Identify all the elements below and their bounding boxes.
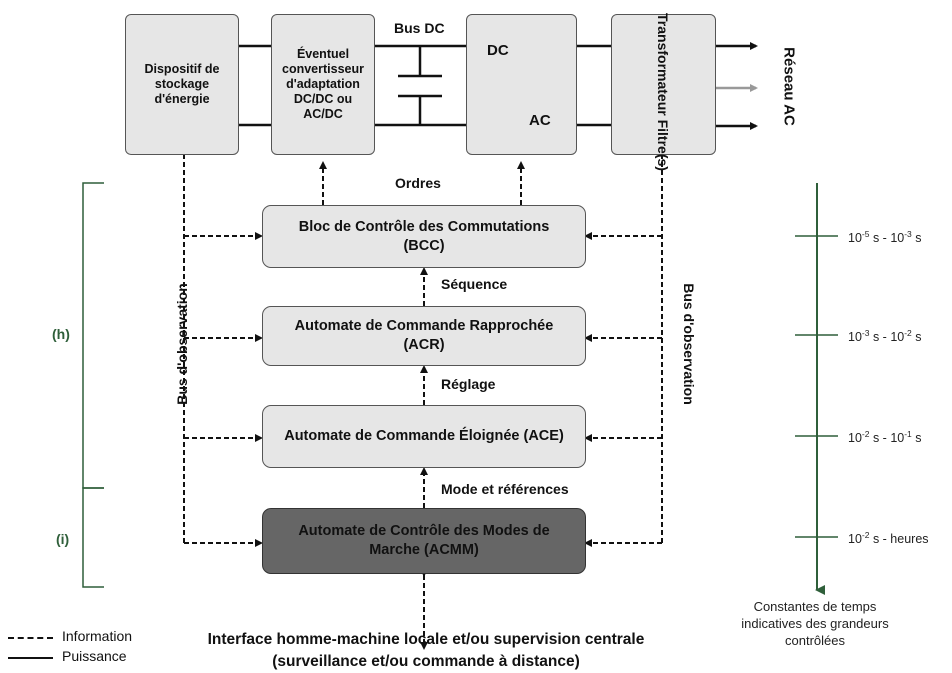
transformer-box: [611, 14, 716, 155]
dc-capacitor: [398, 46, 442, 125]
sequence-label: Séquence: [441, 276, 508, 292]
acr-label: Automate de Commande Rapprochée (ACR): [294, 318, 554, 353]
inverter-ac-label: AC: [529, 112, 551, 129]
converter-label: Éventuel convertisseur d'adaptation DC/D…: [282, 47, 364, 121]
storage-label: Dispositif de stockage d'énergie: [144, 62, 220, 106]
interface-label: Interface homme-machine locale et/ou sup…: [207, 631, 645, 670]
time-constant-2: 10-3 s - 10-2 s: [848, 328, 922, 345]
time-constant-4: 10-2 s - heures: [848, 530, 929, 547]
inverter-box: [466, 14, 577, 155]
acr-box: Automate de Commande Rapprochée (ACR): [262, 306, 586, 366]
ordres-label: Ordres: [395, 175, 441, 191]
acmm-label: Automate de Contrôle des Modes de Marche…: [298, 523, 550, 558]
legend-info-line: [8, 637, 53, 639]
bracket-i-label: (i): [56, 531, 70, 547]
ace-label: Automate de Commande Éloignée (ACE): [284, 428, 564, 444]
bcc-label: Bloc de Contrôle des Commutations (BCC): [298, 218, 550, 254]
grid-label: Réseau AC: [780, 47, 798, 126]
legend-power-text: Puissance: [62, 648, 127, 664]
info-connectors: [183, 154, 663, 650]
legend-info-text: Information: [62, 628, 133, 644]
time-axis: [795, 183, 838, 595]
hierarchy-brackets: [82, 182, 104, 588]
storage-box: Dispositif de stockage d'énergie: [125, 14, 239, 155]
transformer-label: Transformateur Filtre(s): [655, 13, 671, 171]
bcc-box: Bloc de Contrôle des Commutations (BCC): [262, 205, 586, 268]
bracket-h-label: (h): [52, 326, 70, 342]
reglage-label: Réglage: [441, 376, 496, 392]
bus-dc-label: Bus DC: [394, 20, 445, 36]
mode-label: Mode et références: [441, 481, 569, 497]
time-constant-3: 10-2 s - 10-1 s: [848, 429, 922, 446]
bus-obs-left-label: Bus d'observation: [174, 283, 190, 405]
time-axis-caption: Constantes de temps indicatives des gran…: [741, 599, 889, 648]
ace-box: Automate de Commande Éloignée (ACE): [262, 405, 586, 468]
converter-box: Éventuel convertisseur d'adaptation DC/D…: [271, 14, 375, 155]
bus-obs-right-label: Bus d'observation: [681, 283, 697, 405]
time-constant-1: 10-5 s - 10-3 s: [848, 229, 922, 246]
acmm-box: Automate de Contrôle des Modes de Marche…: [262, 508, 586, 574]
legend-power-line: [8, 657, 53, 659]
inverter-dc-label: DC: [487, 42, 509, 59]
